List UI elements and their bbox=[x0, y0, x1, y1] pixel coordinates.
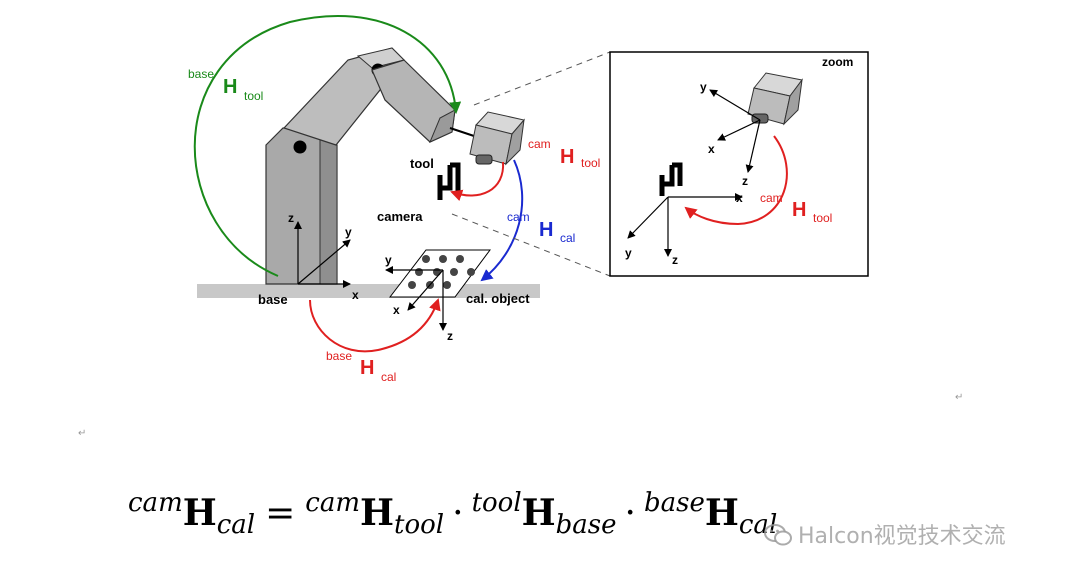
formula-lhs-sub: cal bbox=[216, 510, 256, 540]
cam-h-tool-sup: cam bbox=[528, 137, 551, 151]
arc-base-tool bbox=[193, 14, 462, 277]
axis-label-z: z bbox=[288, 211, 294, 225]
label-camera: camera bbox=[377, 209, 423, 224]
arc-cam-tool bbox=[450, 161, 505, 202]
watermark: Halcon视觉技术交流 bbox=[764, 518, 1006, 553]
zoom-axis-label-z: z bbox=[672, 253, 678, 267]
zoom-axis-label-z: z bbox=[742, 174, 748, 188]
calibration-formula: camHcal=camHtool·toolHbase·baseHcal bbox=[128, 488, 777, 540]
axis-label-y: y bbox=[345, 225, 352, 239]
axis-label-x: x bbox=[352, 288, 359, 302]
axis-label-z: z bbox=[447, 329, 453, 343]
zoom-axis-label-x: x bbox=[708, 142, 715, 156]
formula-t1-sup: cam bbox=[305, 488, 361, 518]
robot-joint bbox=[293, 140, 307, 154]
watermark-text: Halcon视觉技术交流 bbox=[798, 524, 1006, 549]
zoom-cam-h-tool-sub: tool bbox=[813, 211, 832, 225]
cam-h-cal-main: H bbox=[539, 219, 553, 241]
zoom-cam-h-tool-main: H bbox=[792, 199, 806, 221]
base-h-tool-sub: tool bbox=[244, 89, 263, 103]
formula-t3-sup: base bbox=[643, 488, 705, 518]
zoom-gripper-icon bbox=[659, 162, 683, 196]
label-zoom: zoom bbox=[822, 55, 853, 69]
axis-label-x: x bbox=[393, 303, 400, 317]
formula-t2-sup: tool bbox=[471, 488, 522, 518]
zoom-camera-icon bbox=[747, 72, 803, 126]
base-h-tool-sup: base bbox=[188, 67, 214, 81]
wechat-icon bbox=[764, 523, 792, 553]
arc-base-cal bbox=[309, 298, 441, 353]
formula-t1-sub: tool bbox=[394, 510, 445, 540]
label-base: base bbox=[258, 292, 288, 307]
formula-t1-main: H bbox=[360, 492, 395, 534]
base-h-tool-main: H bbox=[223, 76, 237, 98]
camera-icon bbox=[469, 111, 525, 166]
formula-dot: · bbox=[624, 493, 636, 534]
paragraph-mark: ↵ bbox=[955, 392, 964, 403]
formula-t2-main: H bbox=[521, 492, 556, 534]
axis-label-y: y bbox=[385, 253, 392, 267]
base-h-cal-sub: cal bbox=[381, 370, 396, 384]
zoom-axis-label-x: x bbox=[736, 191, 743, 205]
label-cal-object: cal. object bbox=[466, 291, 530, 306]
base-h-cal-main: H bbox=[360, 357, 374, 379]
zoom-panel bbox=[609, 51, 869, 277]
zoom-axis-label-y: y bbox=[700, 80, 707, 94]
cam-h-cal-sup: cam bbox=[507, 210, 530, 224]
formula-equals: = bbox=[265, 493, 296, 534]
zoom-axis-label-y: y bbox=[625, 246, 632, 260]
cam-h-tool-sub: tool bbox=[581, 156, 600, 170]
formula-dot: · bbox=[452, 493, 464, 534]
zoom-cam-h-tool-sup: cam bbox=[760, 191, 783, 205]
label-tool: tool bbox=[410, 156, 434, 171]
zoom-arc-cam-tool bbox=[684, 135, 788, 226]
formula-t2-sub: base bbox=[555, 510, 617, 540]
gripper-icon bbox=[437, 162, 461, 200]
paragraph-mark: ↵ bbox=[78, 428, 87, 439]
formula-lhs-sup: cam bbox=[128, 488, 183, 518]
formula-t3-main: H bbox=[704, 492, 739, 534]
arc-cam-cal bbox=[480, 159, 524, 282]
formula-lhs-main: H bbox=[182, 492, 217, 534]
cam-h-cal-sub: cal bbox=[560, 231, 575, 245]
cam-h-tool-main: H bbox=[560, 146, 574, 168]
base-h-cal-sup: base bbox=[326, 349, 352, 363]
